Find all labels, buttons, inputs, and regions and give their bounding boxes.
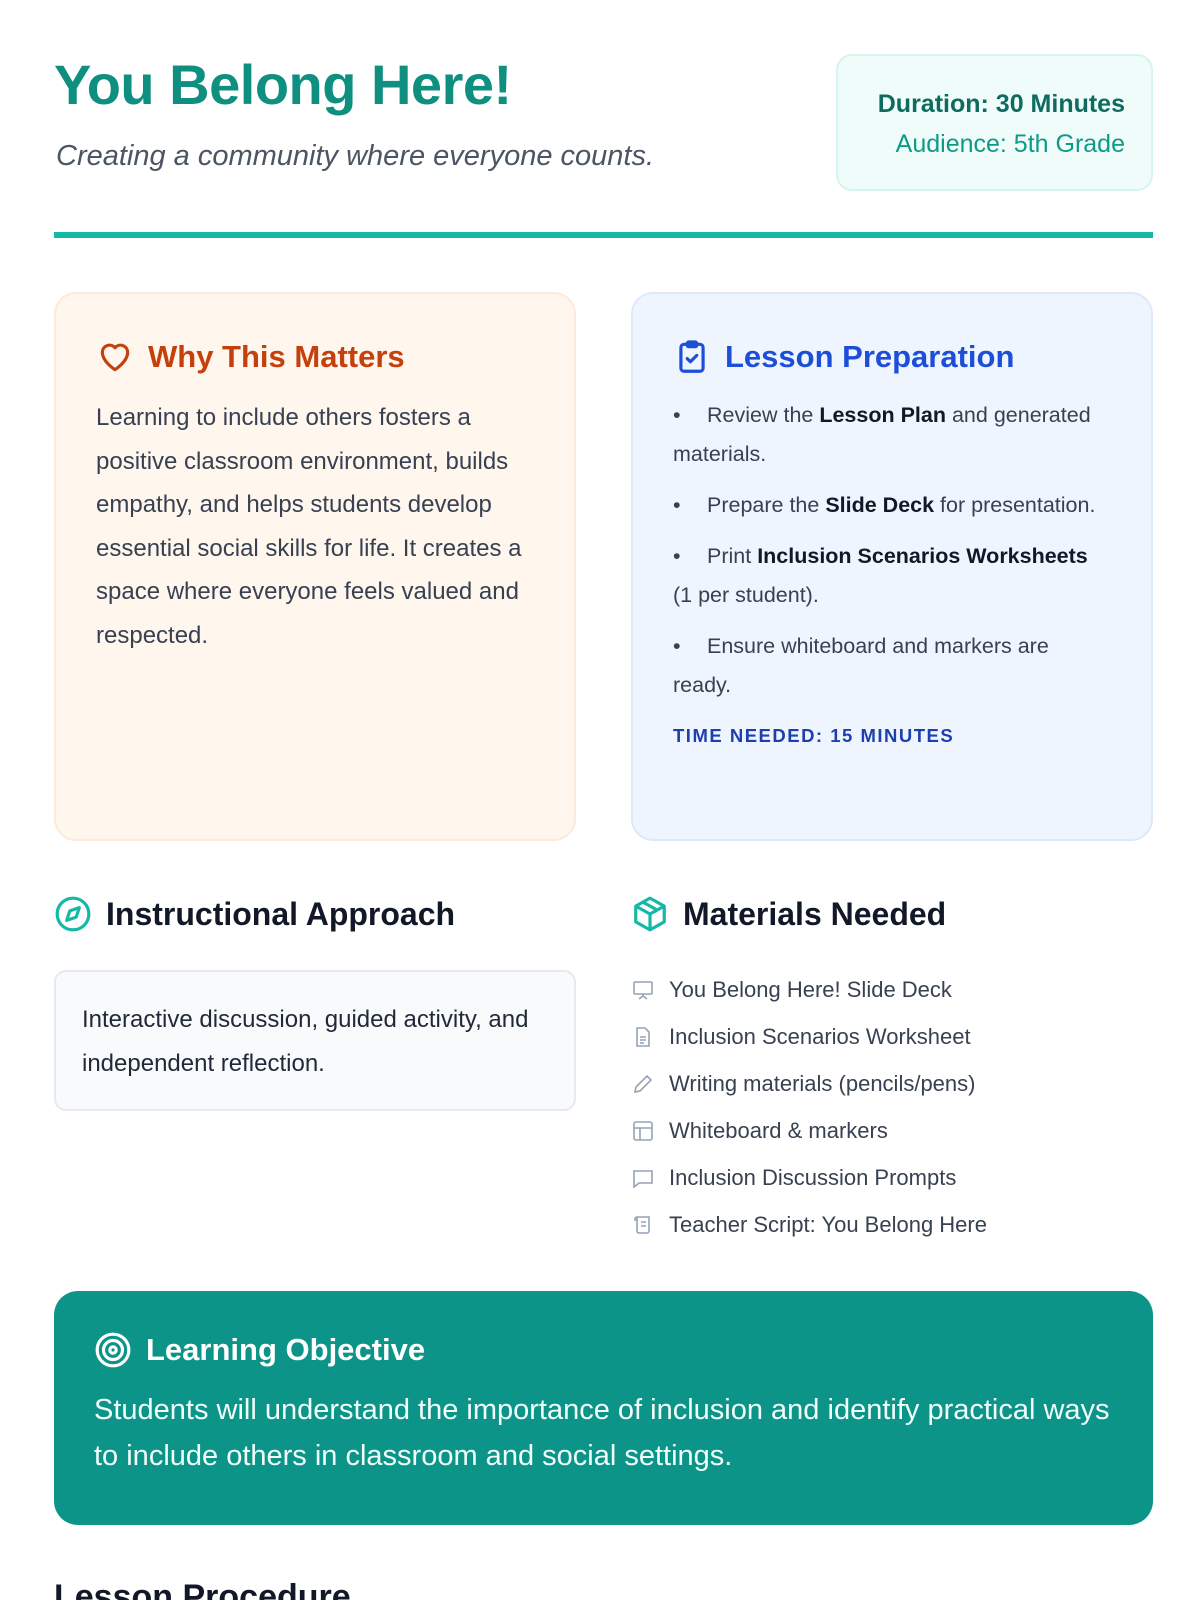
material-item: Writing materials (pencils/pens) bbox=[631, 1060, 987, 1107]
approach-heading: Instructional Approach bbox=[54, 895, 455, 933]
clipboard-check-icon bbox=[679, 340, 705, 373]
list-item: •Prepare the Slide Deck for presentation… bbox=[673, 493, 1096, 517]
audience-text: Audience: 5th Grade bbox=[895, 130, 1125, 158]
material-item: Teacher Script: You Belong Here bbox=[631, 1201, 987, 1248]
approach-body: Interactive discussion, guided activity,… bbox=[54, 970, 576, 1111]
lesson-info-badge: Duration: 30 Minutes Audience: 5th Grade bbox=[836, 54, 1153, 191]
duration-text: Duration: 30 Minutes bbox=[877, 90, 1125, 118]
card-title: Why This Matters bbox=[148, 339, 405, 374]
compass-icon bbox=[55, 896, 91, 932]
why-this-matters-card: Why This Matters Learning to include oth… bbox=[54, 292, 576, 841]
layout-icon bbox=[633, 1120, 653, 1141]
material-item: Whiteboard & markers bbox=[631, 1107, 987, 1154]
package-icon bbox=[634, 896, 666, 932]
materials-list: You Belong Here! Slide Deck Inclusion Sc… bbox=[631, 966, 987, 1248]
objective-body: Students will understand the importance … bbox=[94, 1394, 1110, 1472]
prep-list: •Review the Lesson Plan and generated ma… bbox=[673, 396, 1111, 705]
header-divider bbox=[54, 232, 1153, 238]
material-item: Inclusion Discussion Prompts bbox=[631, 1154, 987, 1201]
page-subtitle: Creating a community where everyone coun… bbox=[56, 140, 655, 172]
list-item: •Print Inclusion Scenarios Worksheets (1… bbox=[673, 544, 1088, 607]
list-item: •Ensure whiteboard and markers are ready… bbox=[673, 634, 1049, 697]
lesson-preparation-card: Lesson Preparation •Review the Lesson Pl… bbox=[631, 292, 1153, 841]
time-needed: TIME NEEDED: 15 MINUTES bbox=[673, 725, 955, 746]
card-title: Lesson Preparation bbox=[725, 339, 1015, 374]
chat-icon bbox=[633, 1169, 653, 1189]
pencil-icon bbox=[633, 1074, 653, 1093]
list-item: •Review the Lesson Plan and generated ma… bbox=[673, 403, 1091, 466]
document-icon bbox=[636, 1026, 650, 1047]
learning-objective-card: Learning Objective Students will underst… bbox=[54, 1291, 1153, 1525]
heart-icon bbox=[100, 343, 130, 372]
page-title: You Belong Here! bbox=[54, 53, 512, 116]
material-item: Inclusion Scenarios Worksheet bbox=[631, 1013, 987, 1060]
material-item: You Belong Here! Slide Deck bbox=[631, 966, 987, 1013]
script-icon bbox=[634, 1215, 650, 1234]
why-body: Learning to include others fosters a pos… bbox=[96, 404, 522, 649]
materials-heading: Materials Needed bbox=[631, 895, 946, 933]
procedure-heading: Lesson Procedure bbox=[54, 1578, 351, 1600]
target-icon bbox=[95, 1332, 131, 1368]
presentation-icon bbox=[633, 980, 653, 1000]
